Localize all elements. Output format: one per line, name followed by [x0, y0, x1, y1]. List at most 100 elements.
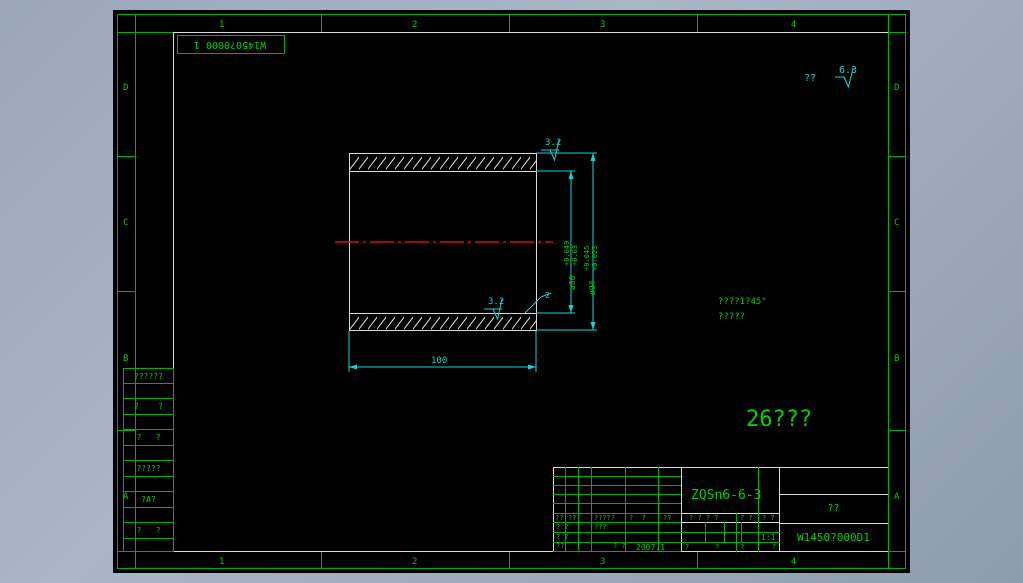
tb-cell-r2c3: ???: [594, 523, 607, 531]
roughness-bottom-symbol: [484, 298, 503, 321]
tb-mid-v2: [724, 522, 725, 542]
tb-left-v3: [591, 467, 592, 552]
zone-tick-left-3: [117, 430, 135, 431]
roughness-bottom-value: 3.2: [488, 297, 505, 307]
tb-mid-m5: ?: [715, 543, 720, 551]
tb-cell-r1c3: ?????: [594, 514, 616, 522]
roughness-top-value: 3.2: [545, 138, 562, 148]
drawing-canvas[interactable]: 1 2 3 4 1 2 3 4 D C B A D C B A W1450?00…: [113, 10, 910, 573]
tb-cell-r1c4: ? ?: [629, 514, 646, 522]
left-block-row-6: [123, 460, 174, 461]
tb-left-h7: [553, 532, 681, 533]
zone-label-top-4: 4: [791, 20, 797, 30]
bore-line-top: [349, 171, 537, 172]
zone-label-bottom-3: 3: [600, 557, 606, 567]
tb-left-h3: [553, 494, 681, 495]
tb-left-h5: [553, 513, 681, 514]
zone-label-right-b: B: [894, 354, 900, 364]
left-block-row-7: [123, 476, 174, 477]
left-block-row-8: [123, 491, 174, 492]
general-roughness-symbol: [835, 67, 854, 89]
zone-label-bottom-2: 2: [412, 557, 418, 567]
tb-mid-h4: [681, 542, 780, 543]
sheet-border-top: [173, 32, 888, 33]
zone-label-left-a: A: [123, 492, 129, 502]
zone-label-top-3: 3: [600, 20, 606, 30]
zone-label-bottom-4: 4: [791, 557, 797, 567]
zone-label-right-c: C: [894, 218, 900, 228]
drawing-code-label: W1450?0000 1: [193, 39, 267, 50]
tb-left-v5: [658, 467, 659, 552]
tb-mid-h3: [681, 532, 780, 533]
dimension-layer: [348, 152, 597, 372]
drawing-code-box: [177, 35, 285, 54]
part-mark-label: 26???: [746, 407, 813, 432]
roughness-top-symbol: [541, 139, 560, 162]
zone-tick-bot-3: [697, 551, 698, 569]
zone-label-left-d: D: [123, 83, 129, 93]
zone-tick-left-1: [117, 156, 135, 157]
tb-mid-m2: ? ?: [740, 514, 753, 522]
left-block-row-10: [123, 522, 174, 523]
tb-cell-r1c5: ??: [663, 514, 672, 522]
tb-left-h9: [553, 551, 681, 552]
zone-tick-top-3: [697, 14, 698, 32]
tb-mid-v4: [758, 467, 759, 552]
part-outline-right: [536, 153, 537, 331]
tb-cell-r4c3: ? ?: [613, 542, 626, 550]
zone-label-top-2: 2: [412, 20, 418, 30]
tb-left-h6: [553, 522, 681, 523]
zone-label-right-a: A: [894, 492, 900, 502]
left-block-item-0: ??????: [134, 372, 163, 381]
tb-cell-date: 2007.1: [636, 543, 665, 552]
title-block-frame-top: [553, 467, 888, 468]
bore-tol-upper: +0.049: [563, 240, 571, 266]
tb-cell-r1c1: ??: [555, 514, 564, 522]
zone-tick-bot-2: [509, 551, 510, 569]
zone-tick-bot-1: [321, 551, 322, 569]
tb-left-v2: [578, 467, 579, 552]
tb-mid-m7: ?: [772, 543, 777, 551]
tb-left-h8: [553, 542, 681, 543]
left-block-item-5: ? ?: [136, 526, 161, 535]
sheet-border-left: [173, 32, 174, 552]
tb-left-v4: [625, 467, 626, 552]
left-block-row-1: [123, 383, 174, 384]
technical-note-line-1: ????1?45°: [718, 297, 767, 307]
tb-right-h1: [779, 494, 888, 495]
tb-mid-m4: ?: [685, 543, 690, 551]
general-roughness-prefix: ??: [804, 73, 817, 84]
outer-tol-upper: +0.045: [583, 245, 591, 271]
zone-label-top-1: 1: [219, 20, 225, 30]
center-line: [335, 241, 553, 243]
zone-tick-right-1: [888, 156, 906, 157]
tb-cell-r4c1: ??: [556, 542, 565, 550]
tb-mid-v-left: [681, 467, 682, 552]
tb-mid-m1: ? ? ? ?: [689, 514, 719, 522]
bore-line-bottom: [349, 313, 537, 314]
left-block-item-3: ?????: [136, 464, 161, 473]
zone-label-left-b: B: [123, 354, 129, 364]
bore-nominal-label: ø80: [568, 275, 577, 290]
left-block-item-1: ? ?: [134, 402, 163, 411]
tb-mid-m3: ? ?: [762, 514, 775, 522]
scale-label: 1:1: [761, 533, 776, 542]
tb-mid-v1: [705, 522, 706, 542]
company-label: ??: [827, 503, 840, 514]
border-outer-bottom: [117, 568, 906, 569]
left-block-row-12: [123, 551, 174, 552]
zone-tick-top-1: [321, 14, 322, 32]
chamfer-note-label: 2: [545, 291, 550, 300]
zone-label-bottom-1: 1: [219, 557, 225, 567]
tb-left-v1: [565, 467, 566, 552]
tb-left-h1: [553, 476, 681, 477]
left-block-item-4: ?A?: [141, 495, 156, 504]
material-label: ZQSn6-6-3: [691, 488, 762, 503]
title-block-frame-left: [553, 467, 554, 552]
zone-strip-left: [135, 14, 136, 569]
left-block-row-9: [123, 507, 174, 508]
tb-mid-h1: [681, 513, 780, 514]
left-block-row-3: [123, 414, 174, 415]
tb-left-h4: [553, 503, 681, 504]
